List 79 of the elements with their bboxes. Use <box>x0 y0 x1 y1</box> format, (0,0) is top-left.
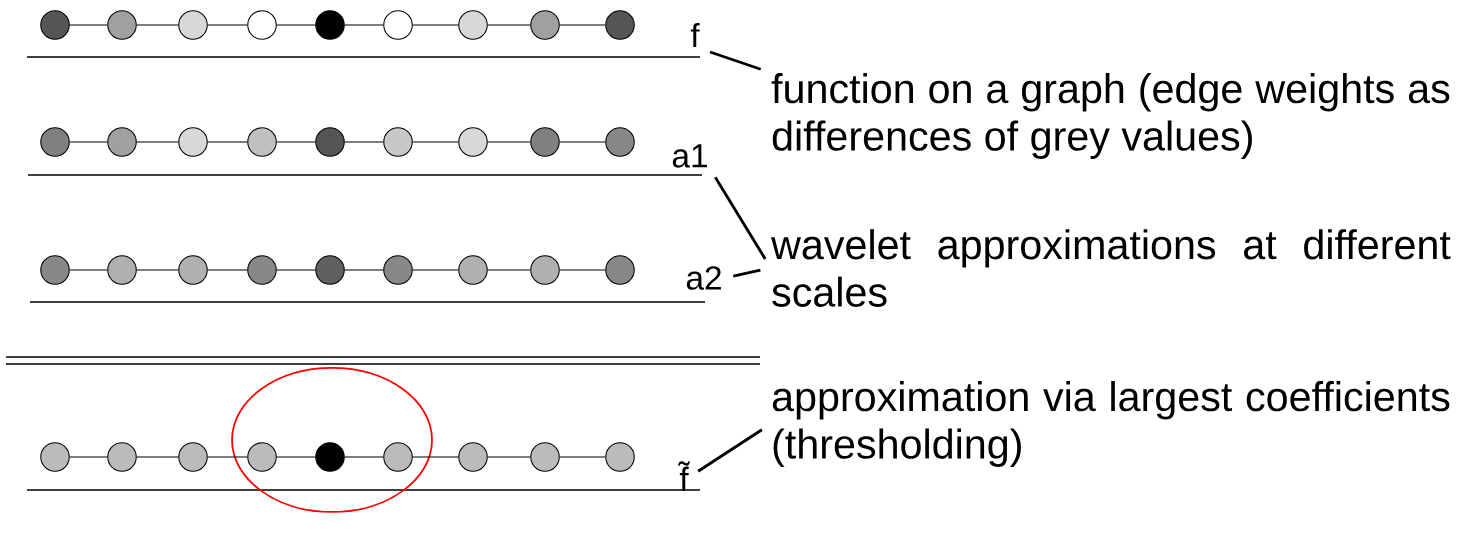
graph-vertex <box>247 127 277 157</box>
graph-edge <box>487 141 531 143</box>
graph-edge <box>344 24 384 26</box>
graph-vertex <box>383 442 413 472</box>
graph-edge <box>412 456 459 458</box>
graph-vertex <box>383 127 413 157</box>
graph-vertex <box>178 127 208 157</box>
graph-edge <box>559 141 606 143</box>
graph-vertex <box>247 255 277 285</box>
graph-edge <box>559 24 606 26</box>
graph-vertex <box>530 10 560 40</box>
function-label: f̃ <box>678 461 690 491</box>
graph-vertex <box>40 127 70 157</box>
graph-edge <box>412 24 459 26</box>
graph-vertex <box>605 127 635 157</box>
graph-vertex <box>178 10 208 40</box>
graph-edge <box>136 456 179 458</box>
graph-edge <box>487 24 531 26</box>
graph-edge <box>207 24 248 26</box>
graph-edge <box>412 141 459 143</box>
graph-vertex <box>247 10 277 40</box>
graph-vertex <box>107 442 137 472</box>
graph-edge <box>344 269 384 271</box>
graph-edge <box>69 24 108 26</box>
graph-edge <box>207 269 248 271</box>
graph-vertex <box>315 127 345 157</box>
graph-edge <box>487 269 531 271</box>
function-label: a1 <box>672 144 707 168</box>
graph-vertex <box>107 127 137 157</box>
graph-edge <box>559 269 606 271</box>
leader-line <box>732 268 761 278</box>
graph-edge <box>412 269 459 271</box>
graph-vertex <box>178 255 208 285</box>
graph-edge <box>487 456 531 458</box>
leader-line <box>697 428 763 473</box>
graph-vertex <box>383 255 413 285</box>
graph-vertex <box>40 10 70 40</box>
graph-edge <box>276 141 316 143</box>
leader-line <box>709 50 762 71</box>
function-label: a2 <box>686 266 721 290</box>
graph-vertex <box>247 442 277 472</box>
graph-vertex <box>605 442 635 472</box>
graph-vertex <box>458 442 488 472</box>
graph-vertex <box>383 10 413 40</box>
graph-edge <box>276 24 316 26</box>
graph-vertex <box>107 10 137 40</box>
graph-vertex <box>315 442 345 472</box>
graph-edge <box>207 456 248 458</box>
graph-edge <box>136 141 179 143</box>
function-label: f <box>690 22 700 48</box>
graph-vertex <box>530 127 560 157</box>
description-text: wavelet approximations at different scales <box>771 229 1451 307</box>
graph-vertex <box>178 442 208 472</box>
graph-edge <box>344 456 384 458</box>
description-text: function on a graph (edge weights as differences of grey values) <box>771 73 1450 159</box>
graph-edge <box>276 269 316 271</box>
graph-vertex <box>107 255 137 285</box>
graph-vertex <box>40 442 70 472</box>
graph-vertex <box>315 255 345 285</box>
graph-vertex <box>458 10 488 40</box>
graph-vertex <box>458 127 488 157</box>
graph-edge <box>559 456 606 458</box>
description-text: approximation via largest coefficients (thresholding) <box>772 381 1450 467</box>
graph-edge <box>69 269 108 271</box>
graph-vertex <box>530 255 560 285</box>
graph-edge <box>207 141 248 143</box>
graph-edge <box>136 269 179 271</box>
graph-edge <box>136 24 179 26</box>
graph-vertex <box>315 10 345 40</box>
graph-vertex <box>605 10 635 40</box>
graph-edge <box>276 456 316 458</box>
graph-vertex <box>530 442 560 472</box>
graph-edge <box>69 456 108 458</box>
leader-line <box>714 176 767 260</box>
graph-vertex <box>40 255 70 285</box>
graph-vertex <box>458 255 488 285</box>
graph-edge <box>344 141 384 143</box>
graph-edge <box>69 141 108 143</box>
graph-vertex <box>605 255 635 285</box>
